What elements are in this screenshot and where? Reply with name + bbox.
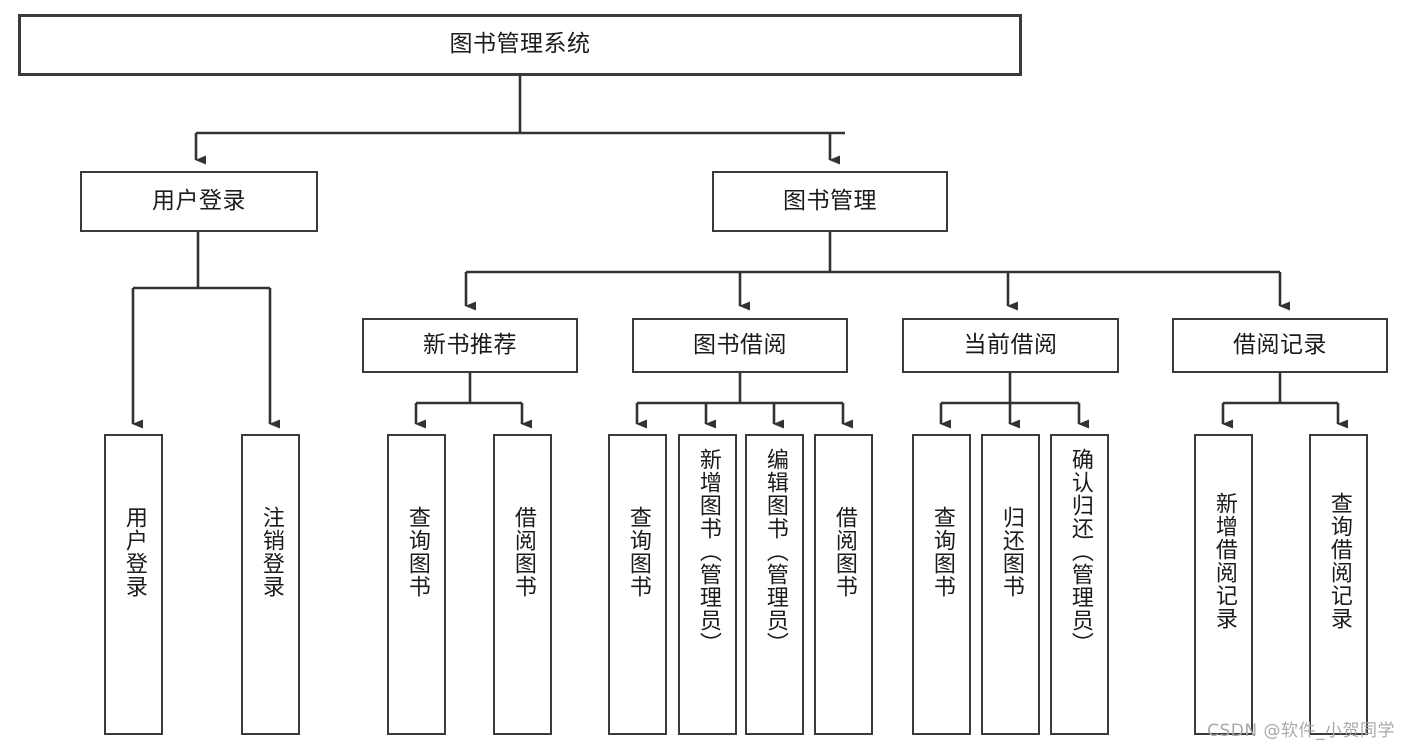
leaf-user-login-signin[interactable]: 用户登录 [104, 434, 163, 735]
node-borrowing-record[interactable]: 借阅记录 [1172, 318, 1388, 373]
leaf-new-book-query-book[interactable]: 查询图书 [387, 434, 446, 735]
node-label: 查询图书 [404, 506, 430, 598]
node-label: 借阅图书 [510, 506, 536, 598]
node-user-login[interactable]: 用户登录 [80, 171, 318, 232]
node-label: 用户登录 [152, 187, 246, 214]
leaf-book-borrow-edit-book-admin[interactable]: 编辑图书（管理员） [745, 434, 804, 735]
node-label: 借阅记录 [1233, 331, 1327, 358]
node-label: 查询图书 [929, 506, 955, 598]
node-label: 图书管理 [783, 187, 877, 214]
node-current-borrowing[interactable]: 当前借阅 [902, 318, 1119, 373]
node-label: 新增借阅记录 [1211, 492, 1237, 630]
node-label: 编辑图书（管理员） [762, 448, 788, 655]
leaf-new-book-borrow-book[interactable]: 借阅图书 [493, 434, 552, 735]
csdn-watermark: CSDN @软件_小贺同学 [1207, 721, 1395, 741]
leaf-current-borrow-return-book[interactable]: 归还图书 [981, 434, 1040, 735]
node-label: 新增图书（管理员） [695, 448, 721, 655]
node-book-borrowing[interactable]: 图书借阅 [632, 318, 848, 373]
leaf-borrow-record-add-record[interactable]: 新增借阅记录 [1194, 434, 1253, 735]
node-label: 注销登录 [258, 506, 284, 598]
node-book-management[interactable]: 图书管理 [712, 171, 948, 232]
leaf-book-borrow-query-book[interactable]: 查询图书 [608, 434, 667, 735]
node-label: 用户登录 [121, 506, 147, 598]
node-label: 确认归还（管理员） [1067, 448, 1093, 655]
node-label: 新书推荐 [423, 331, 517, 358]
leaf-book-borrow-borrow-book[interactable]: 借阅图书 [814, 434, 873, 735]
leaf-current-borrow-query-book[interactable]: 查询图书 [912, 434, 971, 735]
node-label: 归还图书 [998, 506, 1024, 598]
node-label: 当前借阅 [963, 331, 1058, 358]
node-label: 图书借阅 [693, 331, 787, 358]
leaf-borrow-record-query-record[interactable]: 查询借阅记录 [1309, 434, 1368, 735]
node-root-book-management-system[interactable]: 图书管理系统 [18, 14, 1022, 76]
node-new-book-recommendation[interactable]: 新书推荐 [362, 318, 578, 373]
leaf-user-login-signout[interactable]: 注销登录 [241, 434, 300, 735]
node-label: 查询借阅记录 [1326, 492, 1352, 630]
node-label: 借阅图书 [831, 506, 857, 598]
node-label: 查询图书 [625, 506, 651, 598]
node-label: 图书管理系统 [449, 31, 591, 58]
leaf-current-borrow-confirm-return-admin[interactable]: 确认归还（管理员） [1050, 434, 1109, 735]
leaf-book-borrow-add-book-admin[interactable]: 新增图书（管理员） [678, 434, 737, 735]
